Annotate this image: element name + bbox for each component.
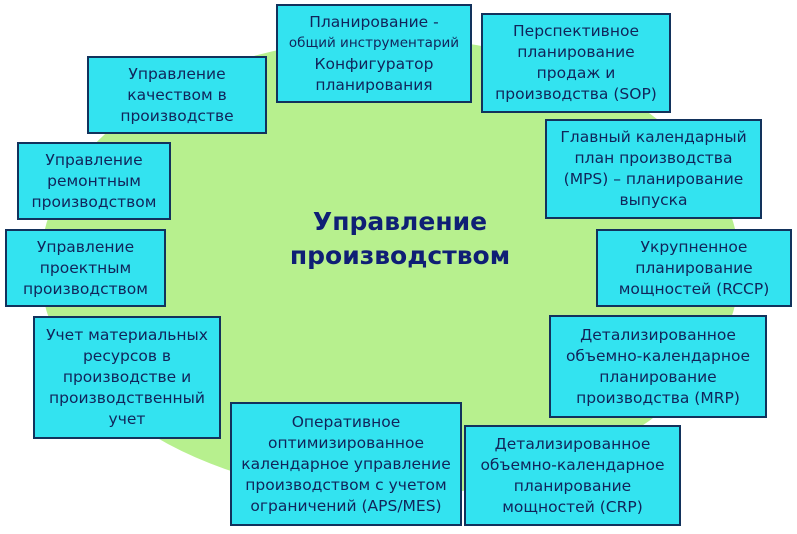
box-projects-line-1: Управление <box>36 237 135 256</box>
central-title-line-1: Управление <box>312 207 488 236</box>
box-materials-line-4: производственный <box>49 389 205 407</box>
box-mrp-line-4: производства (MRP) <box>576 388 740 407</box>
box-materials-line-1: Учет материальных <box>46 326 208 344</box>
box-mps-line-2: план производства <box>574 149 733 167</box>
box-mrp-line-2: объемно-календарное <box>565 346 751 365</box>
box-projects-line-2: проектным <box>39 258 132 277</box>
box-sop-line-2: планирование <box>517 43 635 61</box>
box-mps-line-3: (MPS) – планирование <box>563 170 744 188</box>
box-mrp-line-3: планирование <box>599 367 717 386</box>
box-mps: Главный календарный план производства (M… <box>545 119 762 219</box>
box-aps-mes-line-2: оптимизированное <box>267 433 425 452</box>
box-sop-line-3: продаж и <box>536 64 616 82</box>
box-sop-line-1: Перспективное <box>513 22 639 40</box>
box-quality: Управление качеством в производстве <box>87 56 267 134</box>
box-rccp-line-2: планирование <box>635 258 753 277</box>
box-mrp: Детализированное объемно-календарное пла… <box>549 315 767 418</box>
box-planning-tools-line-1: Планирование - <box>309 12 439 31</box>
box-repair-line-3: производством <box>31 192 157 211</box>
central-title: Управление производством <box>240 205 560 273</box>
box-aps-mes-line-3: календарное управление <box>241 454 451 473</box>
box-materials-line-5: учет <box>108 410 146 428</box>
box-projects-line-3: производством <box>23 279 148 298</box>
box-crp: Детализированное объемно-календарное пла… <box>464 425 681 526</box>
box-quality-line-3: производстве <box>120 106 234 125</box>
box-crp-line-2: объемно-календарное <box>480 455 665 474</box>
box-quality-line-1: Управление <box>128 64 226 83</box>
box-sop-line-4: производства (SOP) <box>495 85 657 103</box>
box-rccp: Укрупненное планирование мощностей (RCCP… <box>596 229 792 307</box>
box-materials-line-2: ресурсов в <box>82 347 172 365</box>
box-repair-line-1: Управление <box>45 150 143 169</box>
box-planning-tools: Планирование - общий инструментарий Конф… <box>276 4 472 103</box>
box-mps-line-1: Главный календарный <box>560 128 747 146</box>
box-crp-line-1: Детализированное <box>494 434 651 453</box>
central-title-line-2: производством <box>289 241 511 270</box>
box-planning-tools-line-2: общий инструментарий <box>288 34 460 51</box>
box-planning-tools-line-4: планирования <box>315 75 433 94</box>
box-repair: Управление ремонтным производством <box>17 142 171 220</box>
box-rccp-line-1: Укрупненное <box>640 237 748 256</box>
box-materials-line-3: производстве и <box>62 368 192 386</box>
box-aps-mes-line-4: производством с учетом <box>245 475 447 494</box>
box-mps-line-4: выпуска <box>619 191 688 209</box>
box-aps-mes: Оперативное оптимизированное календарное… <box>230 402 462 526</box>
box-repair-line-2: ремонтным <box>47 171 141 190</box>
box-projects: Управление проектным производством <box>5 229 166 307</box>
box-mrp-line-1: Детализированное <box>580 325 736 344</box>
box-rccp-line-3: мощностей (RCCP) <box>618 279 770 298</box>
box-crp-line-4: мощностей (CRP) <box>502 497 643 516</box>
box-aps-mes-line-1: Оперативное <box>291 412 401 431</box>
box-crp-line-3: планирование <box>513 476 632 495</box>
box-aps-mes-line-5: ограничений (APS/MES) <box>250 496 442 515</box>
box-materials: Учет материальных ресурсов в производств… <box>33 316 221 439</box>
box-sop: Перспективное планирование продаж и прои… <box>481 13 671 113</box>
box-quality-line-2: качеством в <box>127 85 227 104</box>
box-planning-tools-line-3: Конфигуратор <box>314 54 434 73</box>
